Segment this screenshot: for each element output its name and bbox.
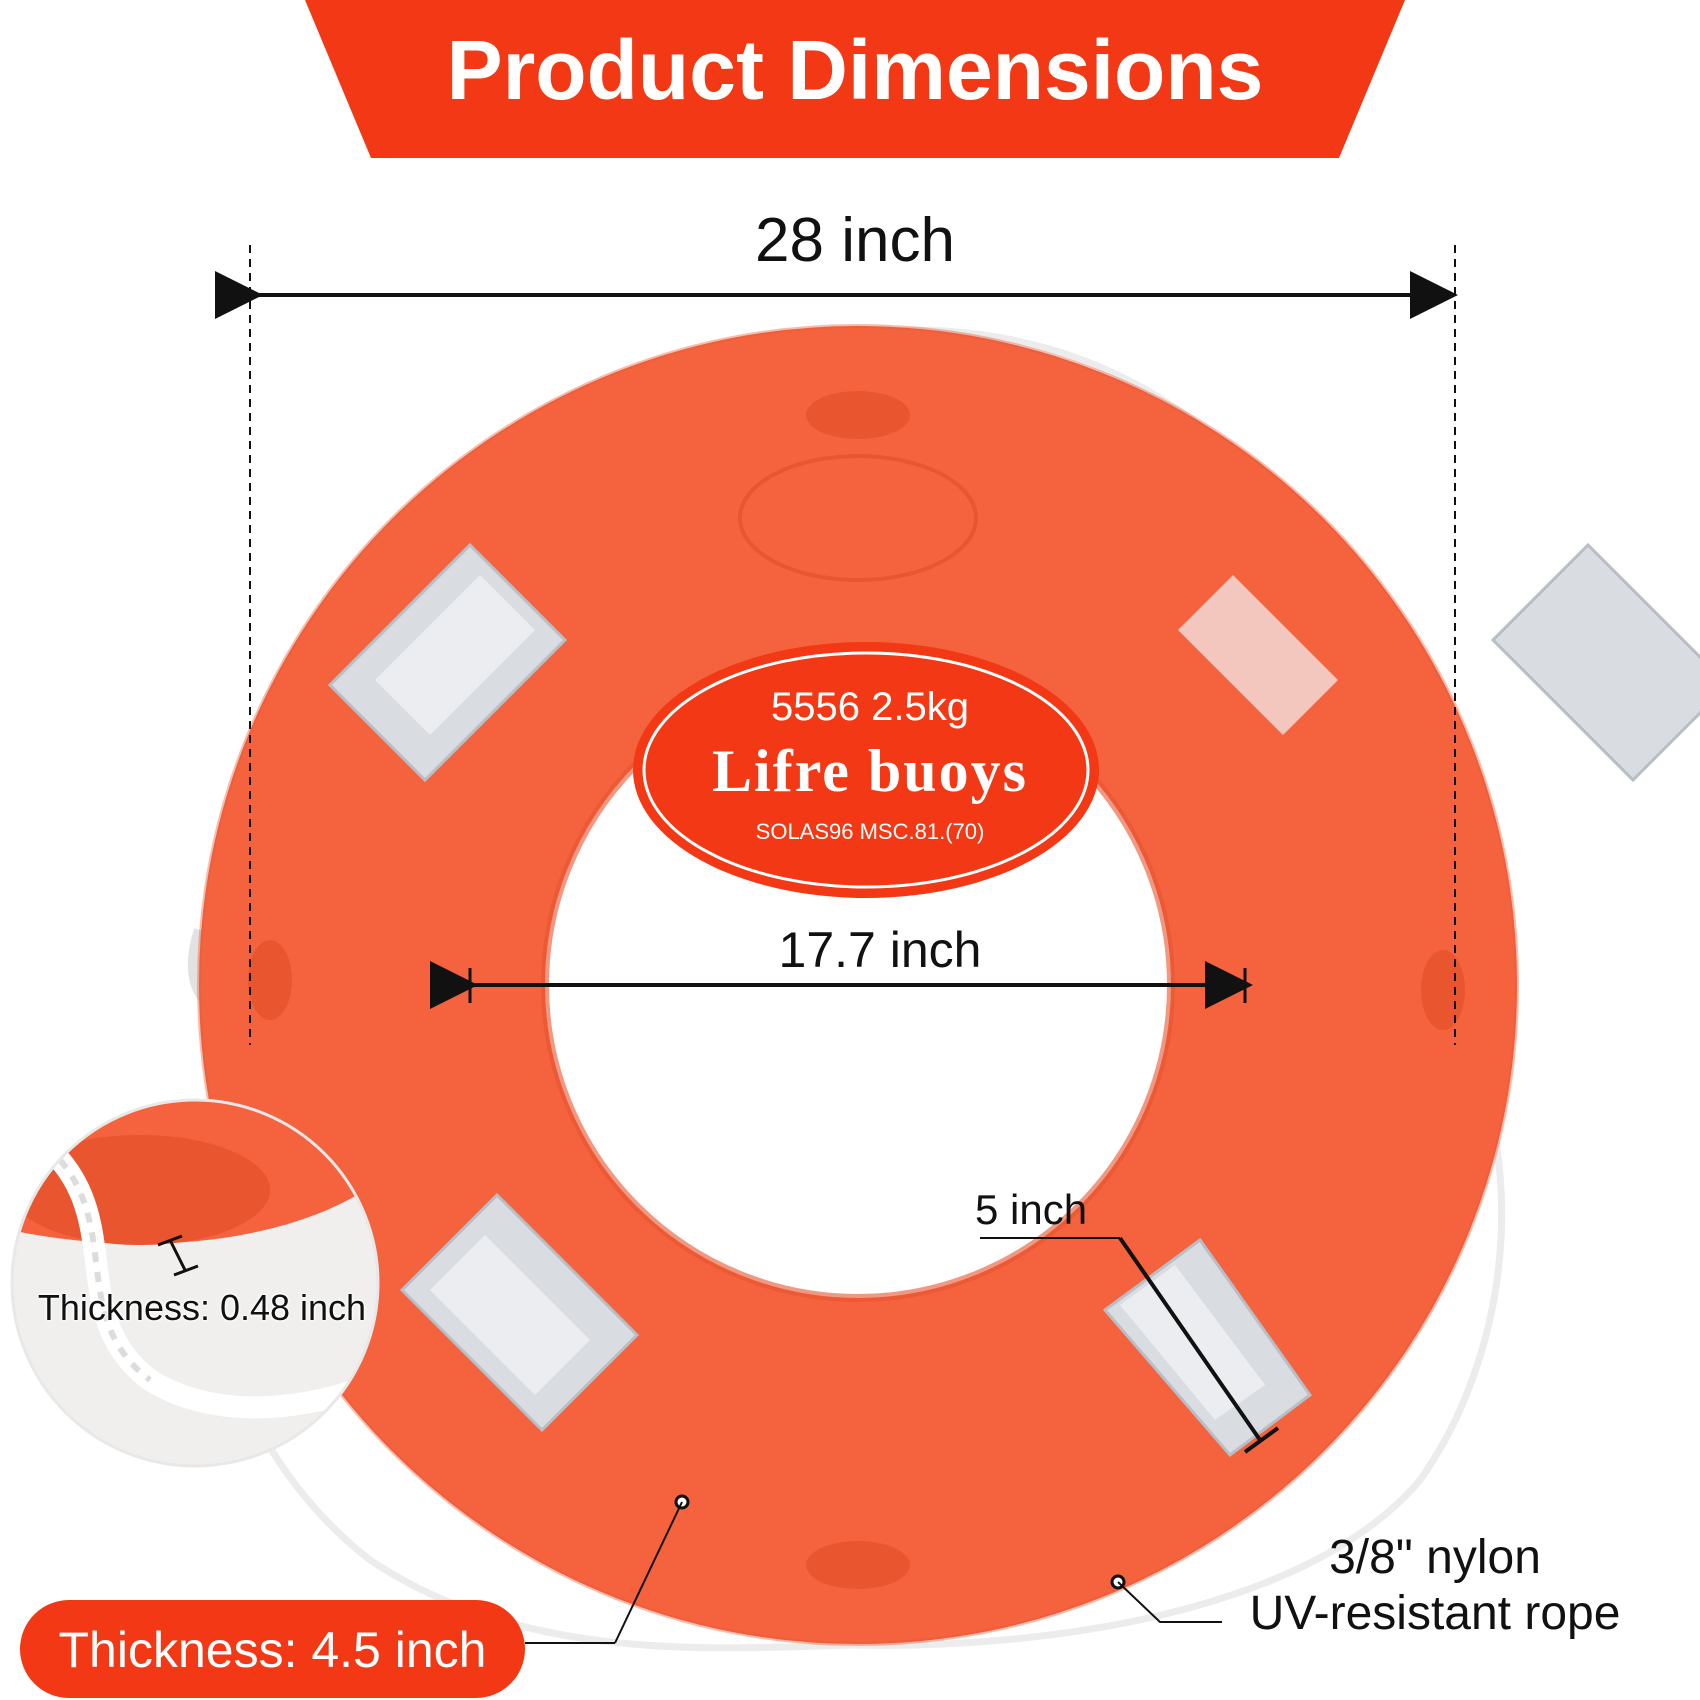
lifebuoy-ring	[199, 326, 1517, 1644]
emblem-oval	[633, 642, 1099, 898]
emblem-weight: 5556 2.5kg	[771, 685, 969, 729]
thickness-badge-label: Thickness: 4.5 inch	[58, 1622, 487, 1678]
rope-description-line2: UV-resistant rope	[1249, 1587, 1621, 1640]
rope-right	[849, 1007, 1506, 1649]
embossed-logo	[738, 454, 978, 582]
rope-description: 3/8" nylon UV-resistant rope	[1225, 1530, 1645, 1642]
outer-diameter-label: 28 inch	[755, 206, 955, 275]
title-banner	[305, 0, 1405, 158]
rope-description-line1: 3/8" nylon	[1329, 1531, 1541, 1584]
band-width-label: 5 inch	[975, 1186, 1088, 1233]
zoom-inset	[12, 1100, 378, 1466]
inner-diameter-label: 17.7 inch	[778, 922, 982, 978]
thickness-badge	[20, 1600, 525, 1698]
emblem-brand: Lifre buoys	[712, 738, 1028, 804]
page-title: Product Dimensions	[446, 23, 1264, 117]
rope-thickness-label: Thickness: 0.48 inch	[37, 1287, 367, 1328]
emblem-standard: SOLAS96 MSC.81.(70)	[755, 819, 985, 844]
